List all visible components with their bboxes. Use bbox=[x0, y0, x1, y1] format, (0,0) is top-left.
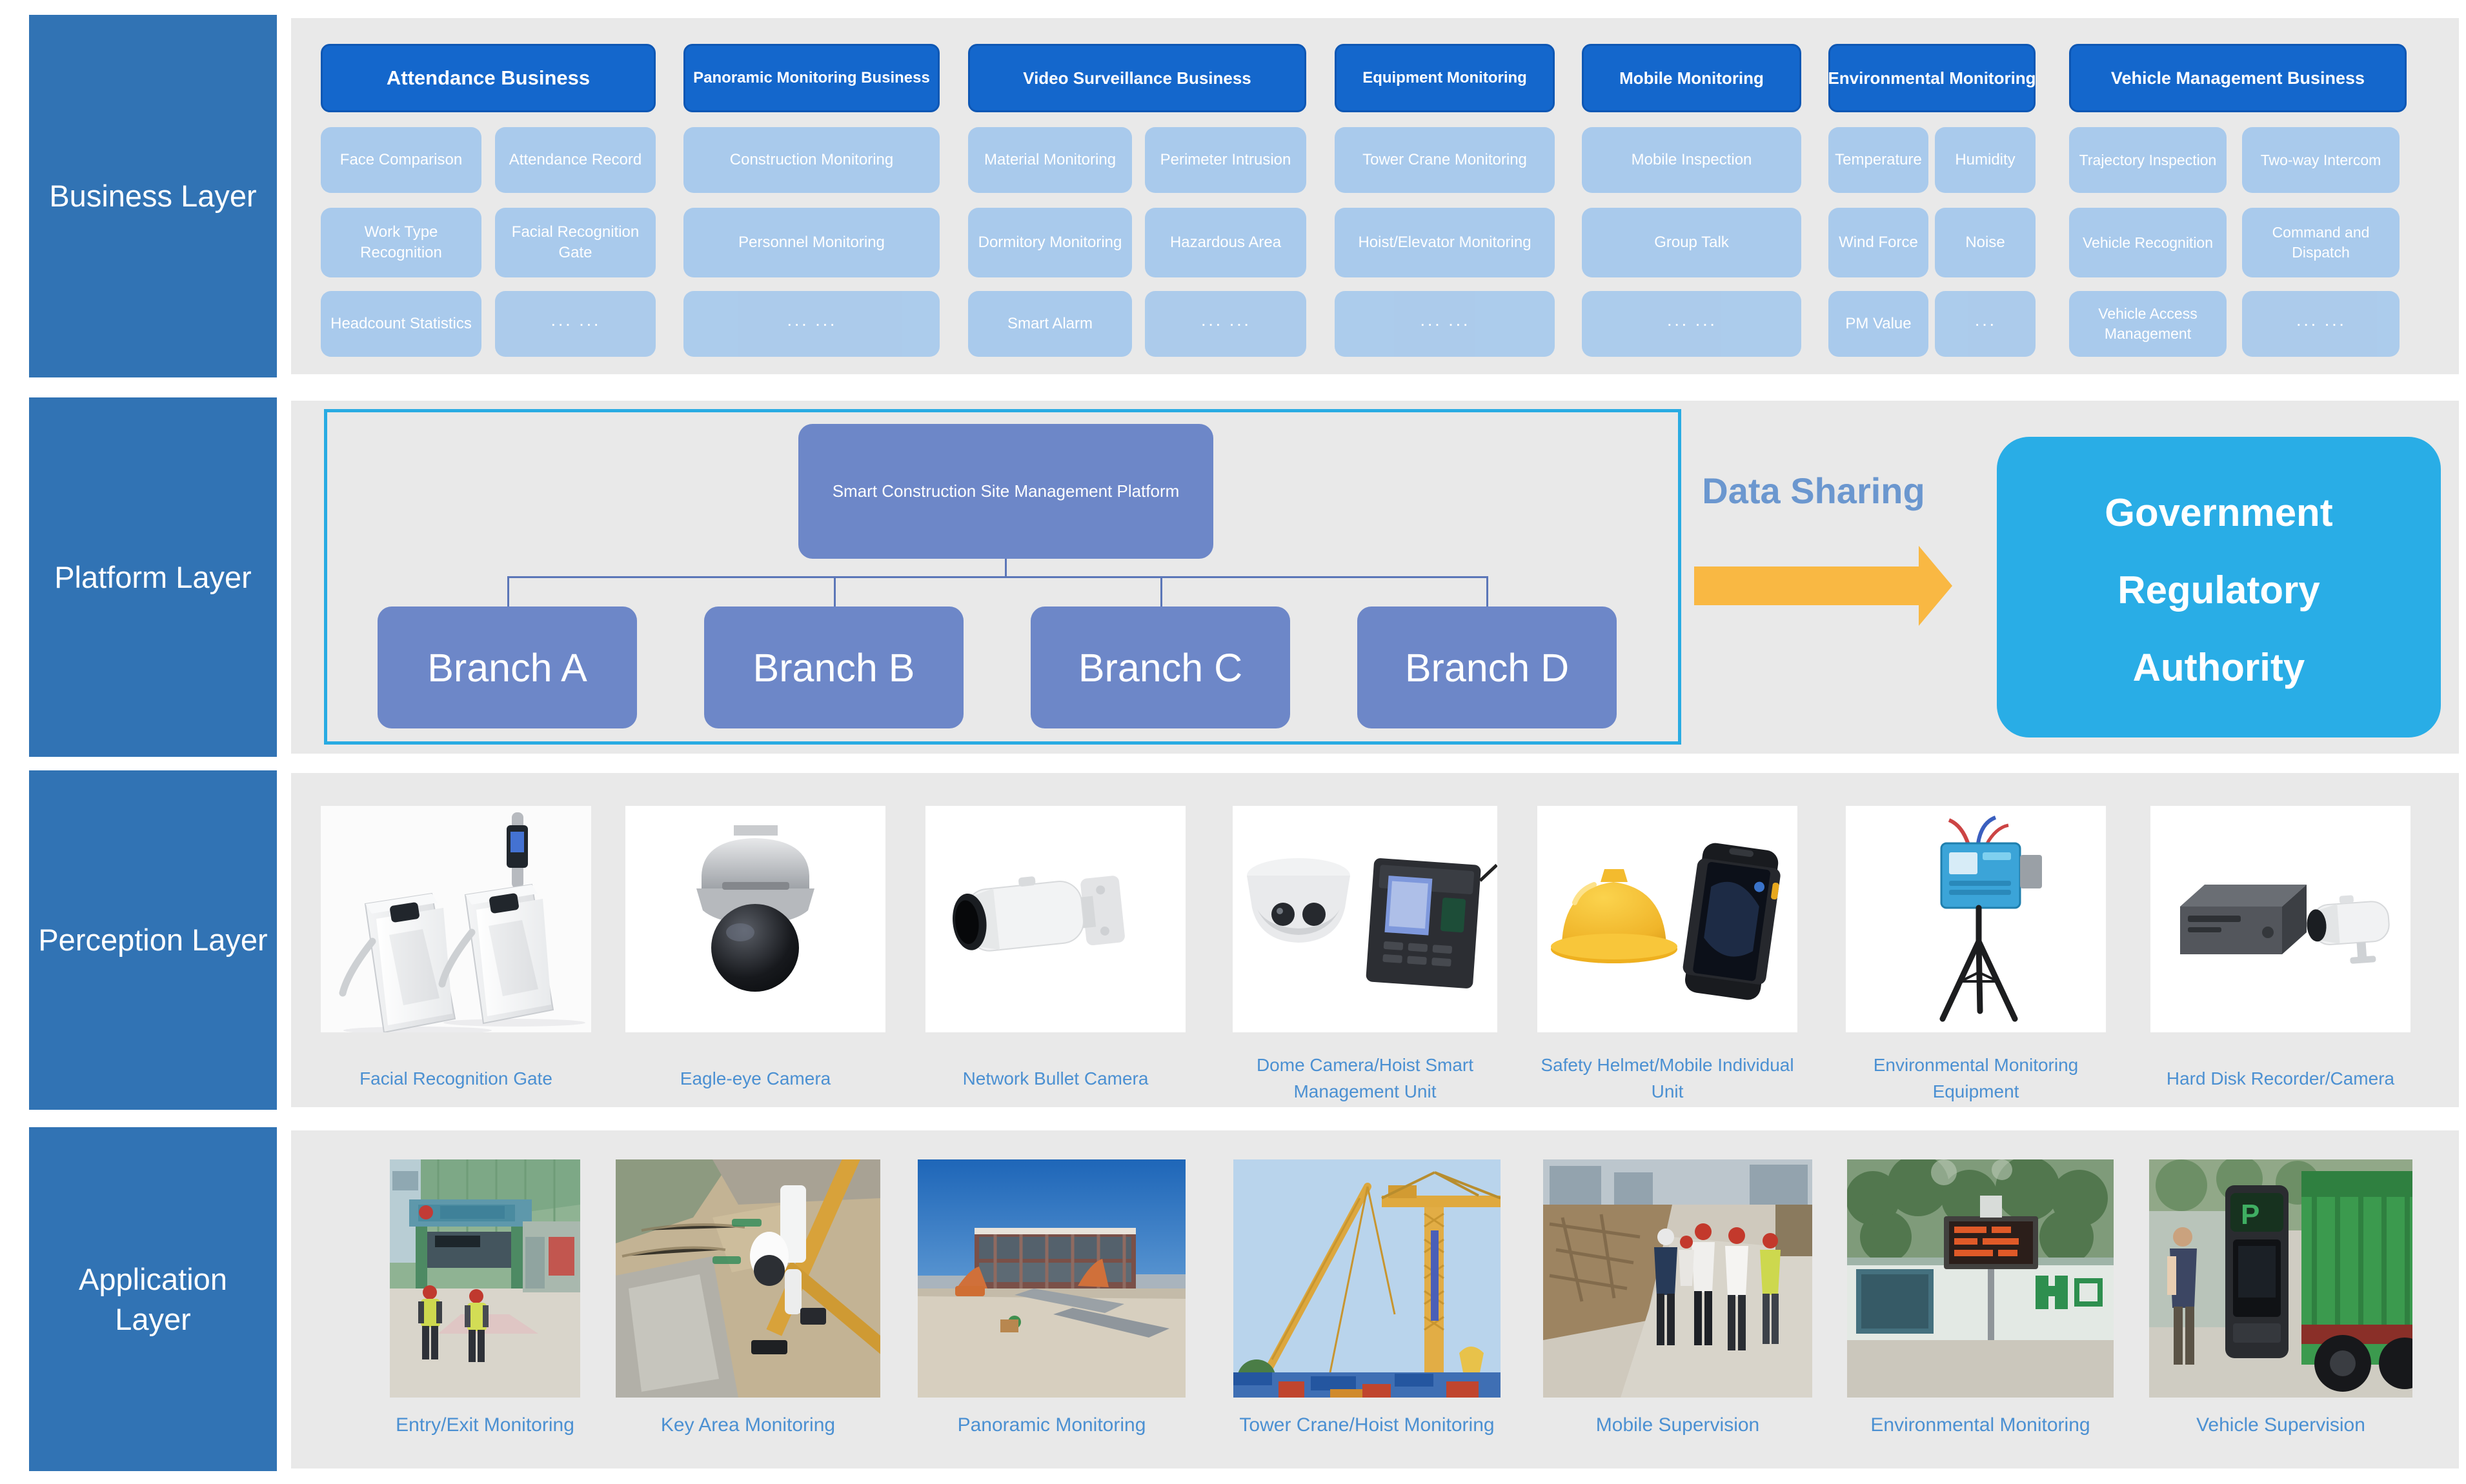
svg-text:P: P bbox=[2241, 1199, 2259, 1230]
